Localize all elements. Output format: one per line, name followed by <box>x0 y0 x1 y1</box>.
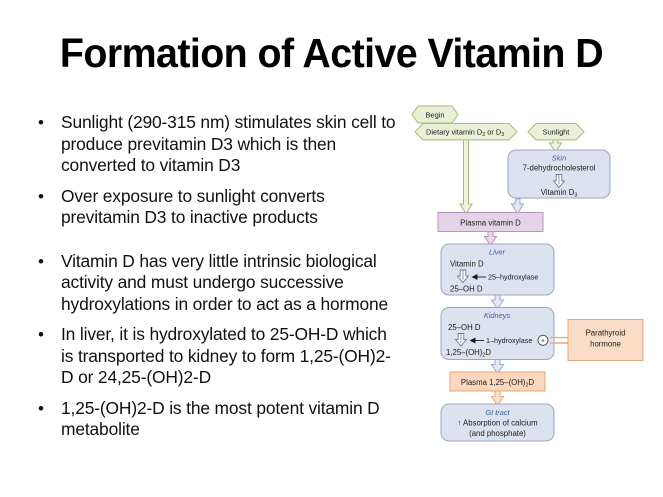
node-skin: Skin 7-dehydrocholesterol Vitamin D3 <box>507 149 611 199</box>
node-begin-label: Begin <box>426 110 445 119</box>
connector-plasma-active-to-gi <box>490 390 505 407</box>
enzyme-arrow-icon <box>469 337 484 344</box>
node-kidneys-enzyme: 1–hydroxylase <box>486 336 532 345</box>
double-down-arrow-icon <box>454 333 468 347</box>
bullet-text: Vitamin D has very little intrinsic biol… <box>61 250 389 314</box>
bullet-marker: • <box>38 398 44 418</box>
node-begin: Begin <box>411 105 459 124</box>
bullet-marker: • <box>38 251 44 271</box>
node-gi-line2: (and phosphate) <box>469 429 526 438</box>
node-kidneys-substrate: 25–OH D <box>448 323 481 332</box>
node-kidneys-product: 1,25–(OH)2D <box>446 348 491 359</box>
node-kidneys: Kidneys 25–OH D 1–hydroxylase + 1,25–(OH… <box>440 307 555 360</box>
connector-pth-to-kidneys <box>550 336 569 344</box>
bullet-marker: • <box>38 325 44 344</box>
plus-symbol: + <box>541 338 545 345</box>
node-plasma-active-label: Plasma 1,25–(OH)2D <box>461 378 535 389</box>
page-title: Formation of Active Vitamin D <box>59 30 604 76</box>
bullet-text: 1,25-(OH)2-D is the most potent vitamin … <box>61 397 380 440</box>
node-dietary-label: Dietary vitamin D2 or D3 <box>426 127 504 138</box>
list-item: • 1,25-(OH)2-D is the most potent vitami… <box>28 398 400 441</box>
node-liver-organ-label: Liver <box>489 248 506 257</box>
node-liver-product: 25–OH D <box>450 285 483 294</box>
double-down-arrow-icon <box>456 269 470 284</box>
node-kidneys-organ-label: Kidneys <box>484 311 511 320</box>
node-skin-product: Vitamin D3 <box>541 188 578 199</box>
bullet-list: • Sunlight (290-315 nm) stimulates skin … <box>28 112 400 441</box>
node-skin-substrate: 7-dehydrocholesterol <box>523 164 596 173</box>
connector-dietary-to-plasma <box>459 139 473 215</box>
node-liver-enzyme: 25–hydroxylase <box>488 272 538 281</box>
node-sunlight-label: Sunlight <box>543 127 570 136</box>
node-gi-tract: GI tract ↑ Absorption of calcium (and ph… <box>440 403 555 442</box>
node-skin-organ-label: Skin <box>552 154 566 163</box>
list-item: • Over exposure to sunlight converts pre… <box>28 186 400 229</box>
bullet-text: In liver, it is hydroxylated to 25-OH-D … <box>61 324 391 387</box>
bullet-text: Sunlight (290-315 nm) stimulates skin ce… <box>61 112 396 175</box>
connector-liver-to-kidneys <box>490 294 505 310</box>
bullet-text: Over exposure to sunlight converts previ… <box>61 185 325 228</box>
node-dietary-vitamin-d: Dietary vitamin D2 or D3 <box>414 123 518 141</box>
node-liver-substrate: Vitamin D <box>450 260 484 269</box>
node-parathyroid-hormone: Parathyroid hormone <box>567 319 644 361</box>
bullet-marker: • <box>38 113 44 132</box>
plus-circle-icon: + <box>537 334 549 346</box>
connector-kidneys-to-plasma-active <box>490 359 505 375</box>
double-down-arrow-icon <box>552 174 566 189</box>
node-sunlight: Sunlight <box>527 123 585 141</box>
node-gi-line1: ↑ Absorption of calcium <box>457 419 537 428</box>
vitamin-d-pathway-diagram: Begin Dietary vitamin D2 or D3 Sunlight … <box>398 100 663 445</box>
node-gi-organ-label: GI tract <box>485 408 510 417</box>
node-pth-line2: hormone <box>590 340 621 349</box>
node-liver: Liver Vitamin D 25–hydroxylase 25–OH D <box>440 243 555 296</box>
node-pth-line1: Parathyroid <box>586 329 626 338</box>
list-item: • In liver, it is hydroxylated to 25-OH-… <box>28 324 400 389</box>
node-plasma-active-vitamin-d: Plasma 1,25–(OH)2D <box>449 371 546 392</box>
list-item: • Vitamin D has very little intrinsic bi… <box>28 251 400 316</box>
node-plasma-vitamin-d: Plasma vitamin D <box>437 212 544 232</box>
connector-plasma-to-liver <box>483 231 498 247</box>
bullet-marker: • <box>38 186 44 206</box>
enzyme-arrow-icon <box>471 273 486 281</box>
node-plasma-vitamin-d-label: Plasma vitamin D <box>460 218 521 227</box>
list-item: • Sunlight (290-315 nm) stimulates skin … <box>28 112 400 177</box>
